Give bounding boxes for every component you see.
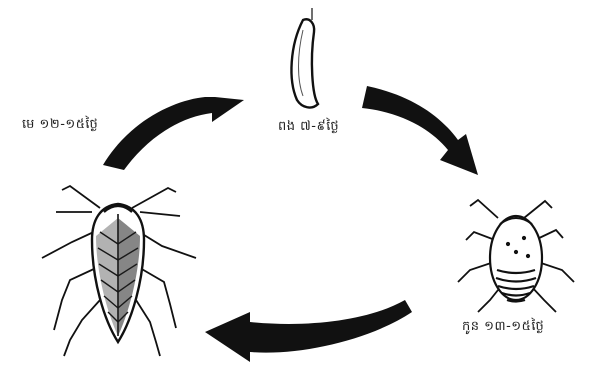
egg-stage-label: ពង ៧-៩ថ្ងៃ [278,118,339,137]
arrow-nymph-to-adult [205,300,412,362]
egg-illustration [291,8,318,107]
nymph-illustration [458,200,574,312]
arrow-egg-to-nymph [362,86,478,175]
nymph-stage-label: កូន ១៣-១៥ថ្ងៃ [462,318,544,337]
arrow-adult-to-egg [103,97,244,170]
adult-illustration [42,186,196,356]
adult-stage-label: មេ ១២-១៥ថ្ងៃ [22,116,98,135]
